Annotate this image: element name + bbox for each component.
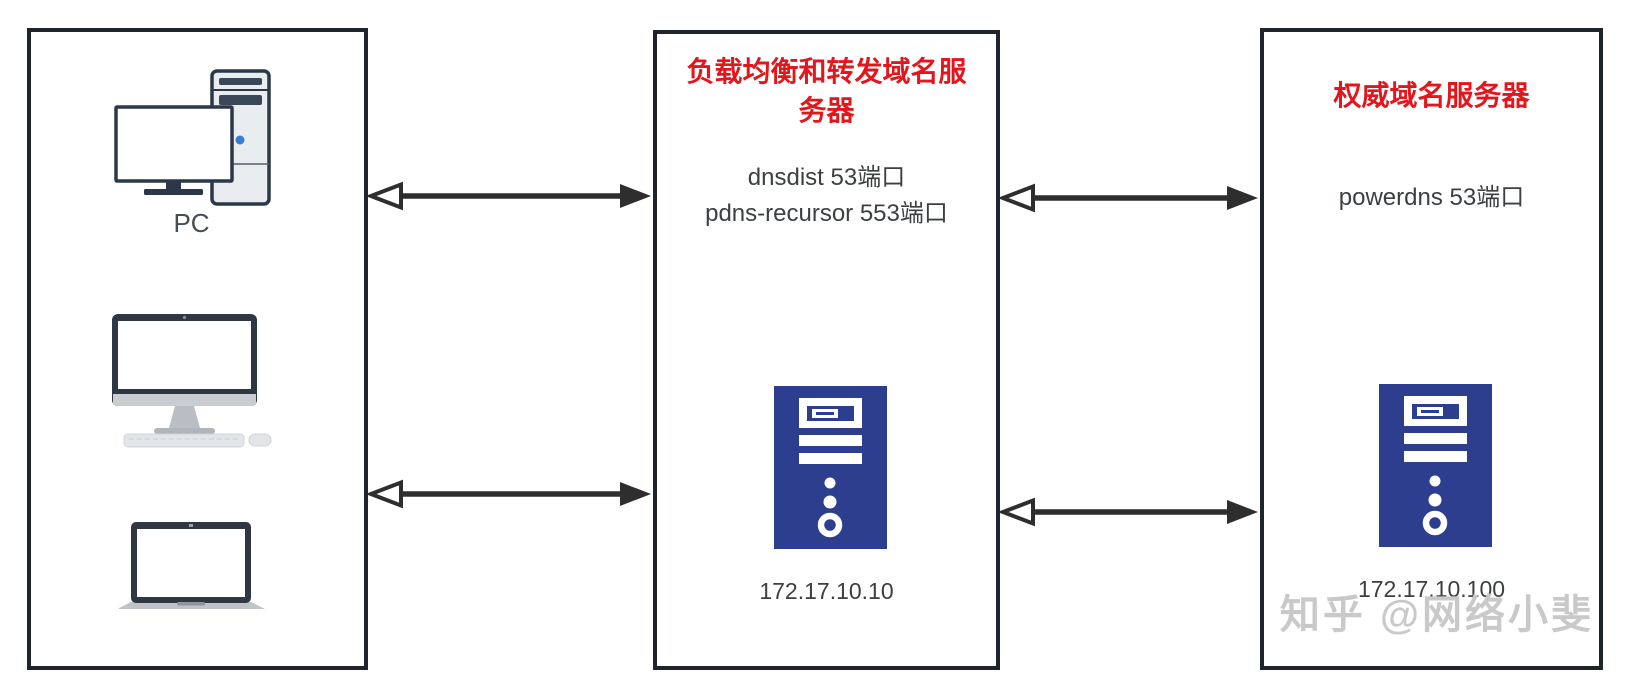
- imac-desktop-icon: [112, 314, 272, 448]
- bidirectional-arrow-clients-forwarder-top: [368, 181, 651, 211]
- authoritative-dns-title: 权威域名服务器: [1333, 80, 1530, 111]
- bidirectional-arrow-forwarder-authoritative-bottom: [1000, 497, 1258, 527]
- bidirectional-arrow-clients-forwarder-bottom: [368, 479, 651, 509]
- pc-label: PC: [173, 208, 210, 238]
- service-line: powerdns 53端口: [1338, 184, 1525, 211]
- clients-box: PC: [27, 28, 368, 670]
- zhihu-watermark: 知乎 @网络小斐: [1279, 593, 1594, 637]
- desktop-pc-icon: [114, 69, 271, 206]
- bidirectional-arrow-forwarder-authoritative-top: [1000, 183, 1258, 213]
- server-icon: [774, 386, 887, 549]
- authoritative-dns-ip: 172.17.10.100: [1357, 576, 1506, 602]
- forwarding-dns-services: dnsdist 53端口 pdns-recursor 553端口: [657, 160, 996, 232]
- forwarding-dns-title: 负载均衡和转发域名服务器: [686, 56, 967, 127]
- forwarding-dns-box: 负载均衡和转发域名服务器 dnsdist 53端口 pdns-recursor …: [653, 30, 1000, 670]
- service-line: pdns-recursor 553端口: [705, 200, 948, 227]
- authoritative-dns-box: 权威域名服务器 powerdns 53端口 172.17.10.100: [1260, 28, 1603, 670]
- forwarding-dns-ip: 172.17.10.10: [759, 578, 894, 604]
- server-icon: [1379, 384, 1492, 547]
- authoritative-dns-services: powerdns 53端口: [1264, 180, 1599, 216]
- service-line: dnsdist 53端口: [747, 164, 906, 191]
- laptop-icon: [119, 522, 265, 609]
